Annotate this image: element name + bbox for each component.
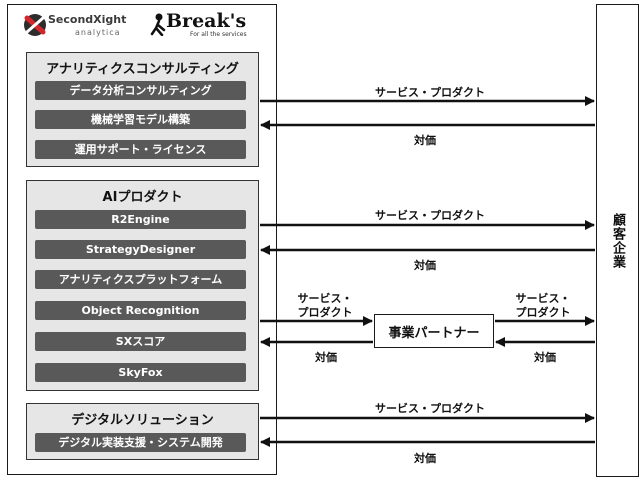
customer-label: 顧客企業 [610,212,625,269]
secondxight-logo-sub: analytica [75,28,121,37]
breaks-logo-tagline: For all the services [190,31,247,38]
breaks-logo [150,12,254,40]
breaks-logo-name: Break's [166,10,247,32]
item-r2engine: R2Engine [35,210,246,229]
flow-label-service-3: サービス・ [297,292,353,305]
item-operation-support-license: 運用サポート・ライセンス [35,140,246,159]
customer-box [596,4,639,477]
flow-label-payment-1: 対価 [414,134,436,147]
item-sx-score: SXスコア [35,332,246,351]
flow-label-payment-2: 対価 [414,259,436,272]
flow-label-payment-4: 対価 [534,351,556,364]
item-object-recognition: Object Recognition [35,301,246,320]
item-ml-model-building: 機械学習モデル構築 [35,110,246,129]
flow-label-payment-3: 対価 [315,351,337,364]
section-ai-products-title: AIプロダクト [102,190,183,205]
item-strategy-designer: StrategyDesigner [35,240,246,259]
item-analytics-platform: アナリティクスプラットフォーム [35,270,246,289]
section-analytics-consulting-title: アナリティクスコンサルティング [46,62,239,77]
partner-box: 事業パートナー [374,314,494,348]
item-skyfox: SkyFox [35,363,246,382]
item-data-analysis-consulting: データ分析コンサルティング [35,81,246,100]
flow-label-service-product-1: サービス・プロダクト [375,86,485,99]
item-digital-implementation: デジタル実装支援・システム開発 [35,433,246,452]
flow-label-service-4: サービス・ [515,292,571,305]
secondxight-logo [22,12,140,40]
flow-label-payment-5: 対価 [414,452,436,465]
flow-label-product-3: プロダクト [297,306,353,319]
breaks-logo-icon [150,13,166,36]
secondxight-logo-name: SecondXight [48,13,127,26]
flow-label-product-4: プロダクト [515,306,571,319]
flow-label-service-product-5: サービス・プロダクト [375,402,485,415]
flow-label-service-product-2: サービス・プロダクト [375,209,485,222]
section-digital-solution-title: デジタルソリューション [71,413,214,428]
secondxight-logo-icon [24,14,46,36]
